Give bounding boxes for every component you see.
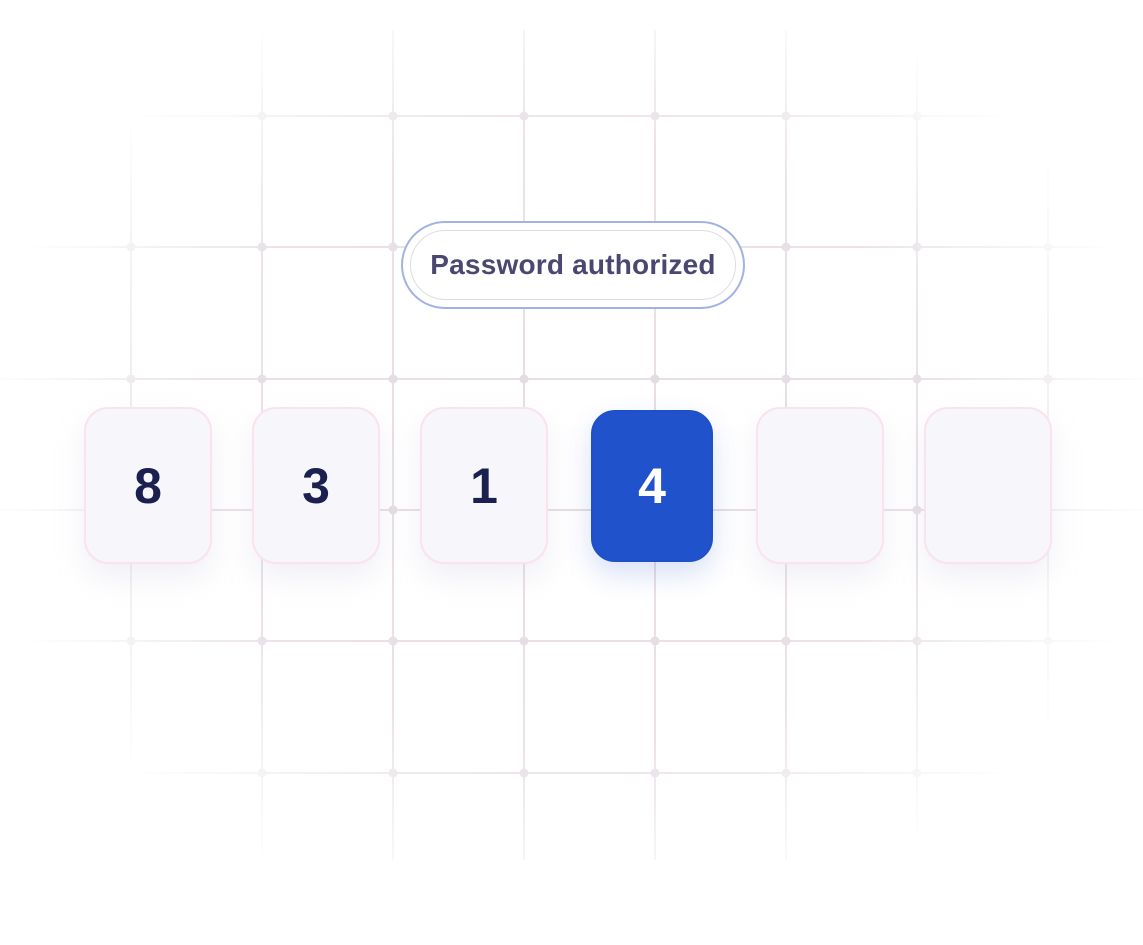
grid-node-11 bbox=[257, 636, 267, 646]
grid-node-1 bbox=[126, 111, 136, 121]
grid-node-19 bbox=[519, 111, 529, 121]
otp-digit-4: 4 bbox=[638, 458, 666, 514]
status-badge: Password authorized bbox=[401, 221, 745, 309]
grid-node-18 bbox=[388, 768, 398, 778]
grid-node-43 bbox=[1043, 111, 1053, 121]
otp-digit-2: 3 bbox=[302, 457, 330, 514]
grid-node-42 bbox=[912, 768, 922, 778]
grid-node-31 bbox=[781, 111, 791, 121]
status-badge-inner: Password authorized bbox=[410, 230, 736, 300]
grid-node-5 bbox=[126, 636, 136, 646]
grid-node-37 bbox=[912, 111, 922, 121]
grid-node-3 bbox=[126, 374, 136, 384]
grid-node-40 bbox=[912, 505, 922, 515]
grid-node-33 bbox=[781, 374, 791, 384]
grid-node-23 bbox=[519, 636, 529, 646]
grid-node-32 bbox=[781, 242, 791, 252]
grid-node-17 bbox=[388, 636, 398, 646]
otp-digit-3: 1 bbox=[470, 457, 498, 514]
grid-node-21 bbox=[519, 374, 529, 384]
grid-node-47 bbox=[1043, 636, 1053, 646]
grid-node-8 bbox=[257, 242, 267, 252]
otp-digit-box-4[interactable]: 4 bbox=[591, 410, 713, 562]
otp-digit-box-5[interactable] bbox=[756, 407, 884, 564]
grid-node-39 bbox=[912, 374, 922, 384]
grid-node-15 bbox=[388, 374, 398, 384]
grid-node-36 bbox=[781, 768, 791, 778]
grid-node-24 bbox=[519, 768, 529, 778]
grid-node-7 bbox=[257, 111, 267, 121]
status-label: Password authorized bbox=[430, 249, 716, 280]
grid-node-9 bbox=[257, 374, 267, 384]
otp-digit-box-6[interactable] bbox=[924, 407, 1052, 564]
grid-node-48 bbox=[1043, 768, 1053, 778]
grid-node-44 bbox=[1043, 242, 1053, 252]
otp-digit-box-3[interactable]: 1 bbox=[420, 407, 548, 564]
grid-node-27 bbox=[650, 374, 660, 384]
grid-node-2 bbox=[126, 242, 136, 252]
grid-node-38 bbox=[912, 242, 922, 252]
grid-node-29 bbox=[650, 636, 660, 646]
grid-node-6 bbox=[126, 768, 136, 778]
grid-node-35 bbox=[781, 636, 791, 646]
otp-digit-box-2[interactable]: 3 bbox=[252, 407, 380, 564]
grid-node-41 bbox=[912, 636, 922, 646]
otp-digit-box-1[interactable]: 8 bbox=[84, 407, 212, 564]
grid-node-14 bbox=[388, 242, 398, 252]
grid-node-12 bbox=[257, 768, 267, 778]
grid-node-25 bbox=[650, 111, 660, 121]
grid-node-45 bbox=[1043, 374, 1053, 384]
grid-node-16 bbox=[388, 505, 398, 515]
grid-node-30 bbox=[650, 768, 660, 778]
otp-digit-1: 8 bbox=[134, 457, 162, 514]
grid-node-13 bbox=[388, 111, 398, 121]
